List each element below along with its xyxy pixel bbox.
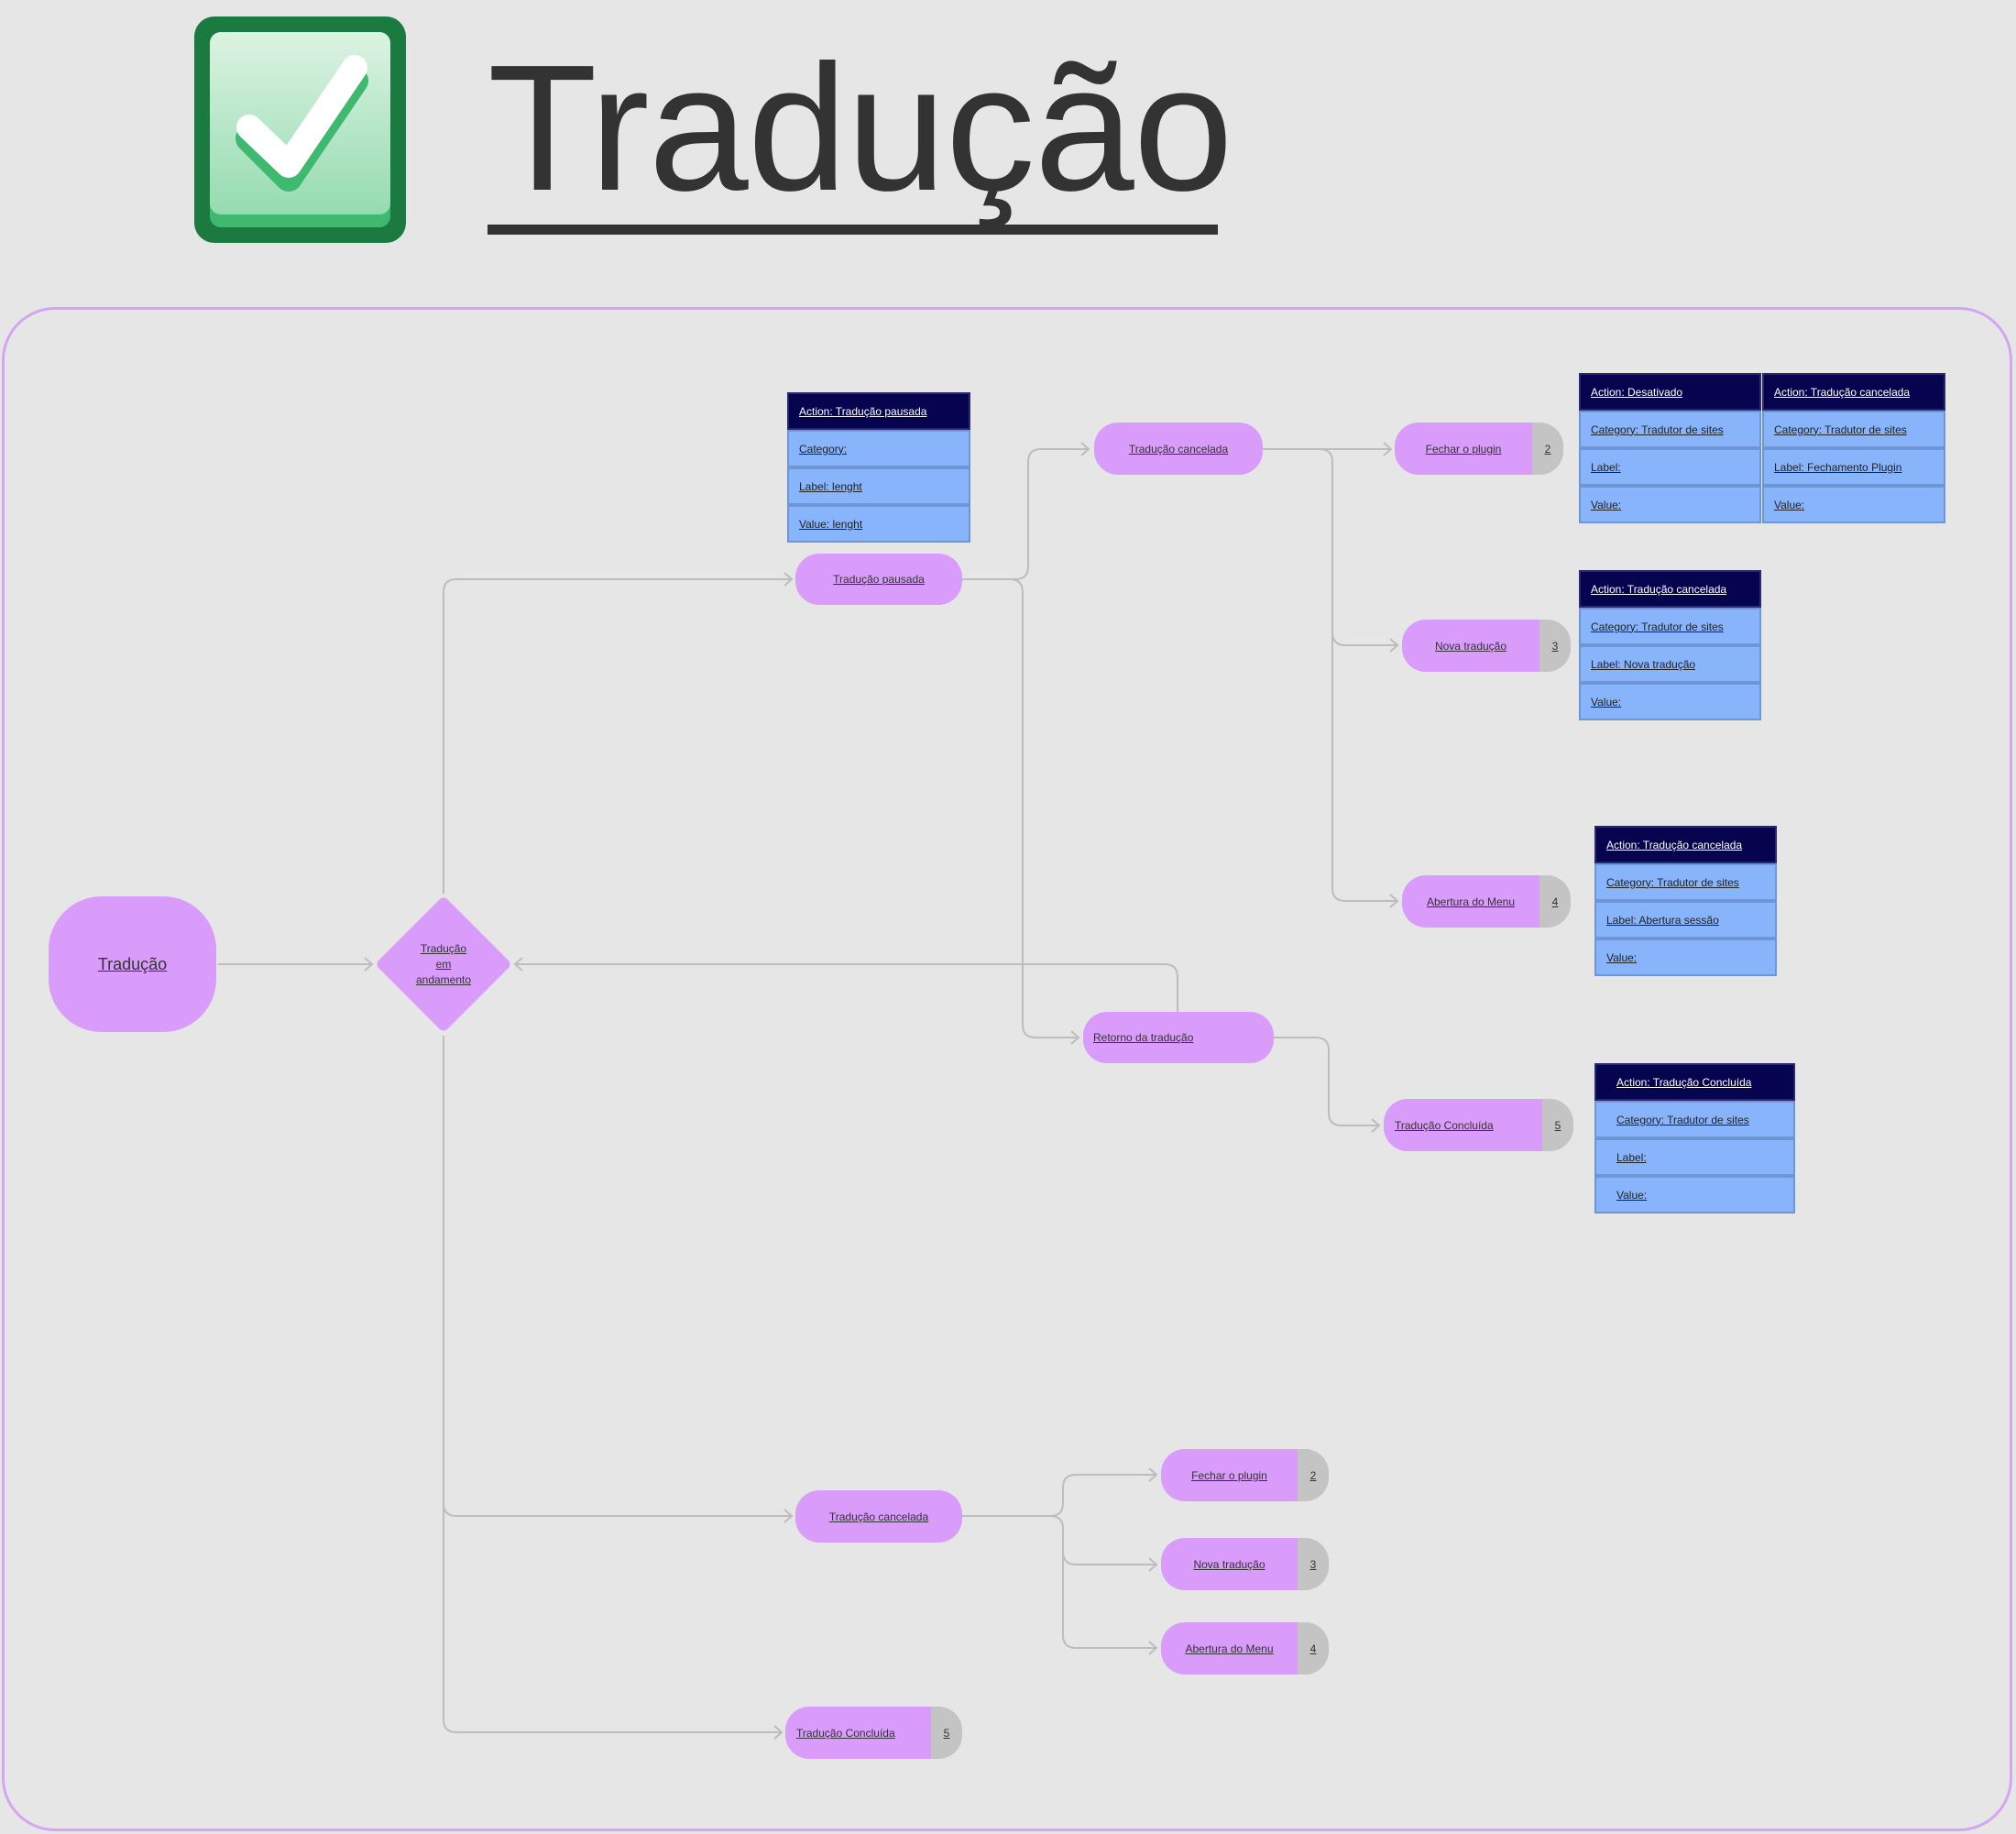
close-plugin-bottom-node[interactable]: Fechar o plugin 2 (1161, 1449, 1329, 1501)
decision-node[interactable]: Tradução em andamento (374, 895, 513, 1034)
event-card-cancel-close: Action: Tradução cancelada Category: Tra… (1762, 373, 1945, 523)
card-action: Action: Tradução cancelada (1762, 373, 1945, 411)
open-menu-top-node[interactable]: Abertura do Menu 4 (1402, 875, 1571, 928)
event-card-cancel-new: Action: Tradução cancelada Category: Tra… (1579, 570, 1761, 720)
card-category: Category: Tradutor de sites (1594, 863, 1777, 901)
card-label: Label: (1579, 448, 1761, 486)
decision-label: Tradução em andamento (416, 941, 471, 988)
card-action: Action: Tradução pausada (787, 392, 970, 430)
card-label: Label: Abertura sessão (1594, 901, 1777, 939)
new-translation-top-node[interactable]: Nova tradução 3 (1402, 620, 1571, 672)
card-action: Action: Desativado (1579, 373, 1761, 411)
decision-label-line1: Tradução (420, 941, 467, 955)
card-value: Value: lenght (787, 505, 970, 543)
event-card-disabled: Action: Desativado Category: Tradutor de… (1579, 373, 1761, 523)
card-category: Category: Tradutor de sites (1579, 411, 1761, 448)
event-card-paused: Action: Tradução pausada Category: Label… (787, 392, 970, 543)
decision-label-line3: andamento (415, 972, 472, 986)
close-plugin-top-node[interactable]: Fechar o plugin 2 (1395, 423, 1563, 475)
card-category: Category: (787, 430, 970, 467)
card-action: Action: Tradução cancelada (1579, 570, 1761, 608)
card-value: Value: (1579, 683, 1761, 720)
completed-top-label: Tradução Concluída (1395, 1118, 1494, 1132)
paused-node[interactable]: Tradução pausada (795, 554, 962, 605)
card-value: Value: (1762, 486, 1945, 523)
title-underline (488, 225, 1218, 235)
card-category: Category: Tradutor de sites (1594, 1101, 1795, 1138)
card-value: Value: (1594, 1176, 1795, 1214)
event-card-completed: Action: Tradução Concluída Category: Tra… (1594, 1063, 1795, 1214)
new-translation-top-label: Nova tradução (1434, 639, 1507, 653)
new-translation-bottom-label: Nova tradução (1193, 1557, 1265, 1571)
card-value: Value: (1594, 939, 1777, 976)
card-value: Value: (1579, 486, 1761, 523)
open-menu-bottom-label: Abertura do Menu (1185, 1642, 1274, 1655)
card-action: Action: Tradução cancelada (1594, 826, 1777, 863)
cancelled-bottom-node[interactable]: Tradução cancelada (795, 1490, 962, 1543)
close-plugin-top-label: Fechar o plugin (1425, 442, 1502, 456)
completed-bottom-label: Tradução Concluída (796, 1726, 895, 1740)
close-plugin-bottom-label: Fechar o plugin (1191, 1468, 1267, 1482)
open-menu-top-label: Abertura do Menu (1426, 895, 1516, 908)
return-node[interactable]: Retorno da tradução (1083, 1012, 1274, 1063)
cancelled-top-node[interactable]: Tradução cancelada (1094, 423, 1263, 475)
card-category: Category: Tradutor de sites (1762, 411, 1945, 448)
decision-label-line2: em (435, 957, 452, 971)
start-node[interactable]: Tradução (49, 896, 216, 1032)
new-translation-bottom-node[interactable]: Nova tradução 3 (1161, 1538, 1329, 1590)
card-label: Label: Fechamento Plugin (1762, 448, 1945, 486)
card-label: Label: Nova tradução (1579, 645, 1761, 683)
card-label: Label: (1594, 1138, 1795, 1176)
card-category: Category: Tradutor de sites (1579, 608, 1761, 645)
card-action: Action: Tradução Concluída (1594, 1063, 1795, 1101)
completed-bottom-node[interactable]: Tradução Concluída 5 (785, 1707, 962, 1759)
check-mark-button-icon (194, 16, 406, 243)
card-label: Label: lenght (787, 467, 970, 505)
page-title: Tradução (488, 27, 1233, 228)
completed-top-node[interactable]: Tradução Concluída 5 (1384, 1099, 1573, 1151)
event-card-cancel-menu: Action: Tradução cancelada Category: Tra… (1594, 826, 1777, 976)
open-menu-bottom-node[interactable]: Abertura do Menu 4 (1161, 1622, 1329, 1675)
